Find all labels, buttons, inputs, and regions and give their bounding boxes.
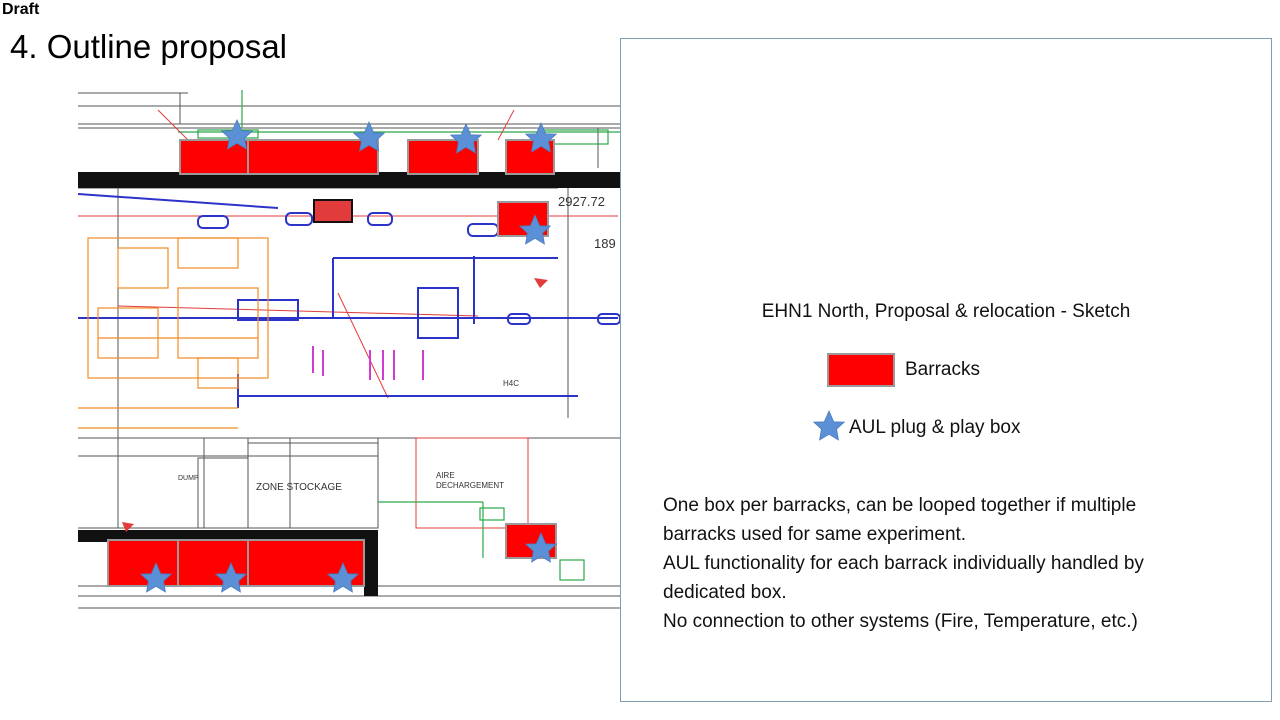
draft-label: Draft	[2, 1, 40, 18]
aul-stars	[140, 119, 557, 593]
legend-title: EHN1 North, Proposal & relocation - Sket…	[761, 301, 1131, 322]
zone-stockage-label: ZONE STOCKAGE	[256, 482, 342, 493]
barracks-swatch	[827, 353, 895, 387]
note-line: No connection to other systems (Fire, Te…	[663, 611, 1138, 632]
barrack-north-1	[179, 139, 249, 175]
notes-text: One box per barracks, can be looped toge…	[663, 491, 1253, 636]
magenta-elements	[312, 346, 424, 380]
barrack-south-1	[107, 539, 179, 587]
dechargement-label: DECHARGEMENT	[436, 481, 504, 490]
slide-title: 4. Outline proposal	[10, 28, 288, 65]
barrack-beamline	[497, 201, 549, 237]
h4c-label: H4C	[503, 379, 519, 388]
storage-block	[197, 457, 249, 529]
floor-plan-sketch: 2927.72 189 ZONE STOCKAGE AIRE DECHARGEM…	[78, 90, 620, 609]
note-line: dedicated box.	[663, 582, 787, 603]
note-line: barracks used for same experiment.	[663, 524, 967, 545]
aire-label: AIRE	[436, 471, 455, 480]
coordinate-partial-label: 189	[594, 236, 616, 251]
aul-star-legend-icon	[812, 409, 846, 441]
north-wall	[78, 172, 620, 188]
note-line: One box per barracks, can be looped toge…	[663, 495, 1137, 516]
orange-equipment	[78, 237, 269, 429]
barrack-north-2	[247, 139, 379, 175]
dump-label: DUMP	[178, 475, 199, 482]
aul-legend-label: AUL plug & play box	[849, 417, 1021, 438]
coordinate-label: 2927.72	[558, 194, 605, 209]
barracks-legend-label: Barracks	[905, 359, 980, 380]
note-line: AUL functionality for each barrack indiv…	[663, 553, 1144, 574]
unloading-area-outline	[415, 437, 529, 529]
legend-panel: EHN1 North, Proposal & relocation - Sket…	[620, 38, 1272, 702]
barrack-east	[505, 523, 557, 559]
